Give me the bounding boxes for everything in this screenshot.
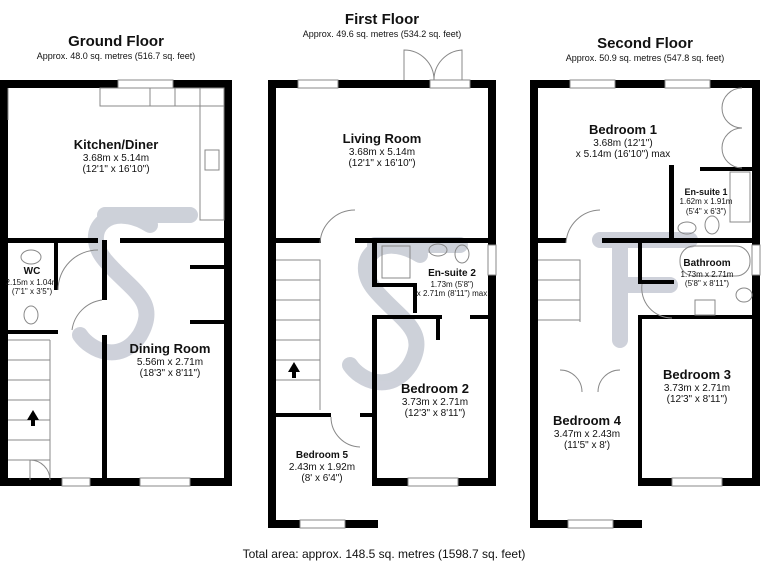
first-floor-title: First Floor [344, 11, 420, 28]
second-floor-area: Approx. 50.9 sq. metres (547.8 sq. feet) [565, 53, 725, 63]
ground-floor-title: Ground Floor [68, 33, 164, 50]
first-floor-area: Approx. 49.6 sq. metres (534.2 sq. feet) [302, 29, 462, 39]
stair-arrows [27, 362, 300, 426]
second-floor-title: Second Floor [597, 35, 693, 52]
total-area: Total area: approx. 148.5 sq. metres (15… [242, 547, 526, 561]
ground-floor-area: Approx. 48.0 sq. metres (516.7 sq. feet) [36, 51, 196, 61]
ground-floor-walls [0, 80, 232, 486]
windows [61, 79, 761, 529]
fixtures-and-doors [7, 49, 753, 481]
